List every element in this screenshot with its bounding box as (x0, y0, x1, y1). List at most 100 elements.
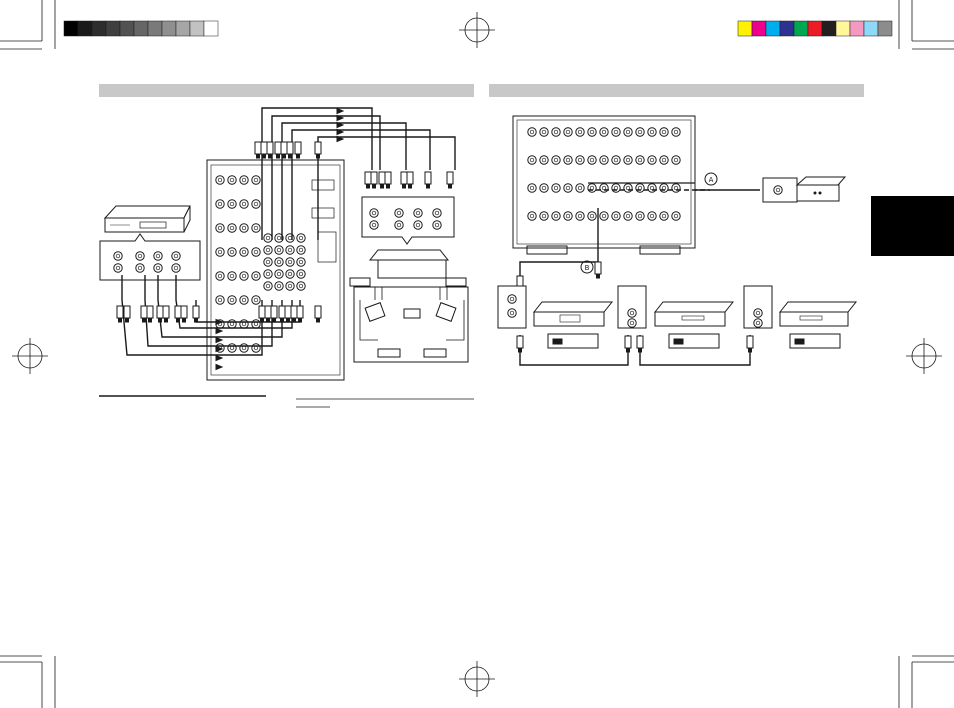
panel-jack (239, 319, 249, 329)
panel-jack (239, 199, 249, 209)
panel-jack (659, 183, 669, 193)
receiver-rear-panel-right (512, 115, 696, 255)
callout-a-label: A (709, 176, 714, 184)
tv-input-jack (369, 208, 379, 218)
panel-jack (263, 281, 273, 291)
panel-jack (251, 175, 261, 185)
grayscale-bar (63, 20, 219, 37)
panel-jack (599, 155, 609, 165)
rca-plug (424, 171, 432, 189)
panel-jack (274, 245, 284, 255)
panel-jack (587, 155, 597, 165)
panel-jack (551, 155, 561, 165)
dvd-output-jack (113, 263, 123, 273)
color-swatch (849, 20, 865, 37)
panel-jack (647, 127, 657, 137)
av-cable (291, 129, 431, 240)
panel-jack (251, 343, 261, 353)
panel-jack (647, 183, 657, 193)
speaker-layout-diagram (353, 286, 469, 363)
color-swatch (779, 20, 795, 37)
panel-jack (227, 199, 237, 209)
panel-jack (635, 155, 645, 165)
panel-jack (659, 127, 669, 137)
panel-jack (599, 183, 609, 193)
panel-jack (575, 183, 585, 193)
panel-jack (647, 211, 657, 221)
rca-plug (378, 171, 386, 189)
gray-swatch (133, 20, 149, 37)
dvd-output-jack (171, 251, 181, 261)
color-swatch (821, 20, 837, 37)
panel-jack (527, 155, 537, 165)
tv-input-jack (413, 220, 423, 230)
panel-jack (251, 271, 261, 281)
panel-jack (263, 245, 273, 255)
external-decoder (796, 184, 840, 202)
panel-jack (575, 155, 585, 165)
gray-swatch (161, 20, 177, 37)
panel-jack (251, 199, 261, 209)
rca-plug (294, 141, 302, 159)
panel-jack (611, 155, 621, 165)
panel-jack (239, 175, 249, 185)
panel-jack (671, 127, 681, 137)
tv-jack-callout (361, 196, 455, 245)
panel-jack (563, 211, 573, 221)
av-cable (144, 275, 273, 347)
panel-jack (274, 281, 284, 291)
panel-jack (575, 127, 585, 137)
color-swatch (765, 20, 781, 37)
tv-input-jack (394, 220, 404, 230)
panel-jack (215, 223, 225, 233)
panel-jack (539, 155, 549, 165)
panel-jack (263, 269, 273, 279)
panel-jack (227, 319, 237, 329)
callout-b-label: B (585, 264, 590, 272)
gray-swatch (175, 20, 191, 37)
panel-jack (659, 211, 669, 221)
panel-jack (215, 199, 225, 209)
panel-jack (239, 343, 249, 353)
panel-jack (623, 183, 633, 193)
rca-plug (370, 171, 378, 189)
panel-jack (635, 211, 645, 221)
language-side-tab (871, 196, 954, 256)
panel-jack (587, 183, 597, 193)
panel-jack (296, 233, 306, 243)
rca-plug (314, 141, 322, 159)
panel-jack (635, 183, 645, 193)
panel-jack (227, 271, 237, 281)
panel-jack (527, 183, 537, 193)
dvd-player (103, 205, 191, 233)
panel-jack (227, 295, 237, 305)
tv-monitor (349, 249, 467, 287)
panel-jack (251, 319, 261, 329)
panel-jack (296, 245, 306, 255)
panel-jack (623, 155, 633, 165)
panel-jack (539, 183, 549, 193)
rca-plug (116, 305, 124, 323)
rca-plug (123, 305, 131, 323)
panel-jack (551, 127, 561, 137)
panel-jack (575, 211, 585, 221)
panel-jack (563, 183, 573, 193)
rca-plug (174, 305, 182, 323)
panel-jack (623, 127, 633, 137)
color-bar (737, 20, 893, 37)
color-swatch (877, 20, 893, 37)
panel-jack (227, 223, 237, 233)
panel-jack (251, 247, 261, 257)
gray-swatch (91, 20, 107, 37)
rca-plug (162, 305, 170, 323)
rca-plug (254, 141, 262, 159)
rca-plug (274, 141, 282, 159)
tv-input-jack (369, 220, 379, 230)
panel-jack (527, 127, 537, 137)
panel-jack (587, 127, 597, 137)
dvd-output-jack (135, 263, 145, 273)
panel-jack (296, 257, 306, 267)
cd-recorder-3 (778, 301, 858, 349)
